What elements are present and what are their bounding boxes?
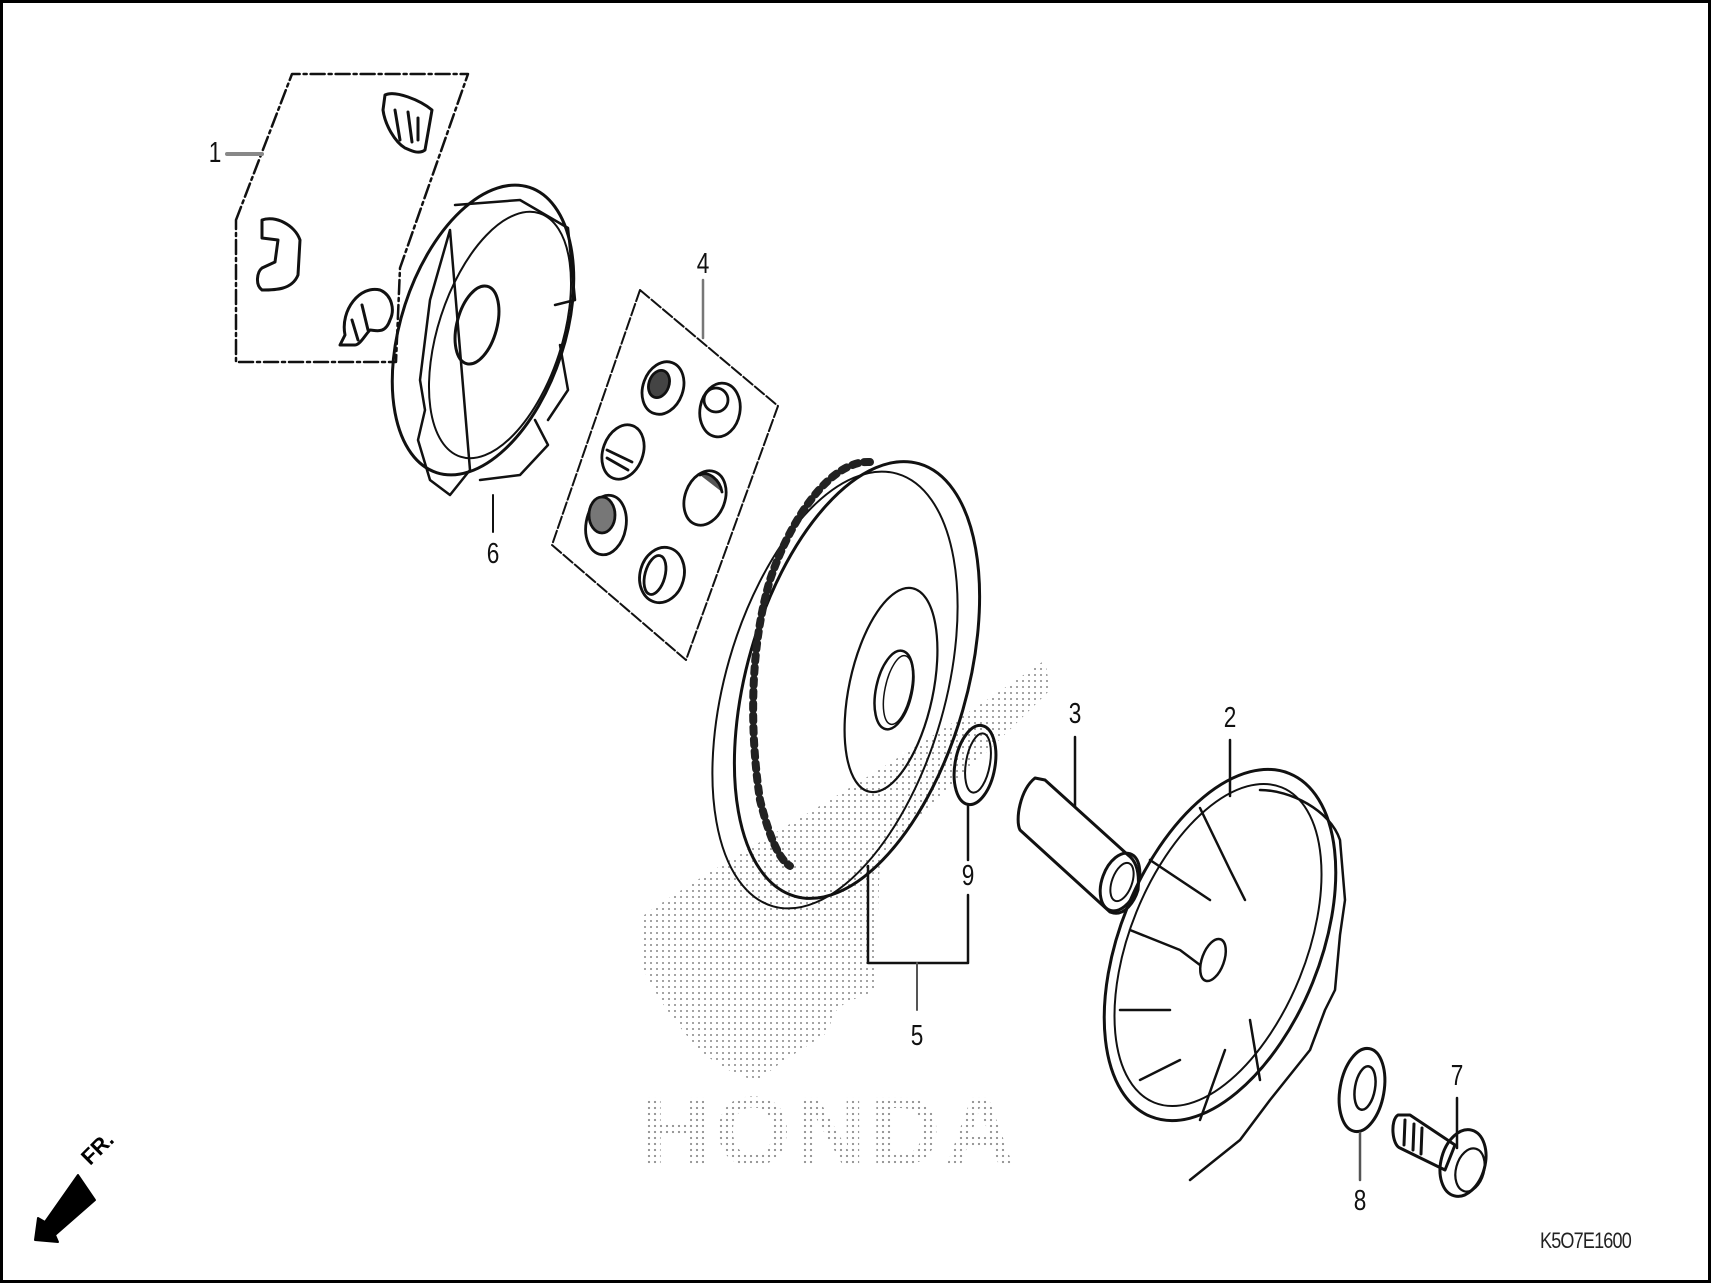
collar xyxy=(1016,735,1142,915)
weight-roller-kit-box xyxy=(551,278,779,661)
callout-1: 1 xyxy=(208,137,222,169)
callout-5: 5 xyxy=(910,1020,924,1052)
honda-watermark-text: HONDA xyxy=(640,1075,1060,1186)
callout-4: 4 xyxy=(696,248,710,280)
front-direction-arrow-icon xyxy=(34,1174,96,1243)
callout-2: 2 xyxy=(1223,702,1237,734)
slide-piece-left xyxy=(256,217,302,292)
weight-rollers xyxy=(584,360,742,605)
flange-bolt xyxy=(1391,1096,1488,1198)
figure-code: K5O7E1600 xyxy=(1540,1228,1632,1253)
slide-piece-kit-box xyxy=(225,72,470,364)
callout-7: 7 xyxy=(1450,1060,1464,1092)
oil-seal xyxy=(952,723,998,862)
slide-piece-bottom xyxy=(338,287,394,347)
ramp-plate xyxy=(390,183,577,533)
honda-wing-logo-watermark xyxy=(640,660,1050,1080)
callout-9: 9 xyxy=(961,860,975,892)
drive-face xyxy=(711,457,982,910)
callout-bracket-5 xyxy=(866,864,970,1011)
slide-piece-top xyxy=(381,92,434,154)
fan-pulley-face xyxy=(1102,738,1347,1182)
washer xyxy=(1337,1046,1387,1182)
callout-3: 3 xyxy=(1068,698,1082,730)
callout-6: 6 xyxy=(486,538,500,570)
callout-8: 8 xyxy=(1353,1185,1367,1217)
